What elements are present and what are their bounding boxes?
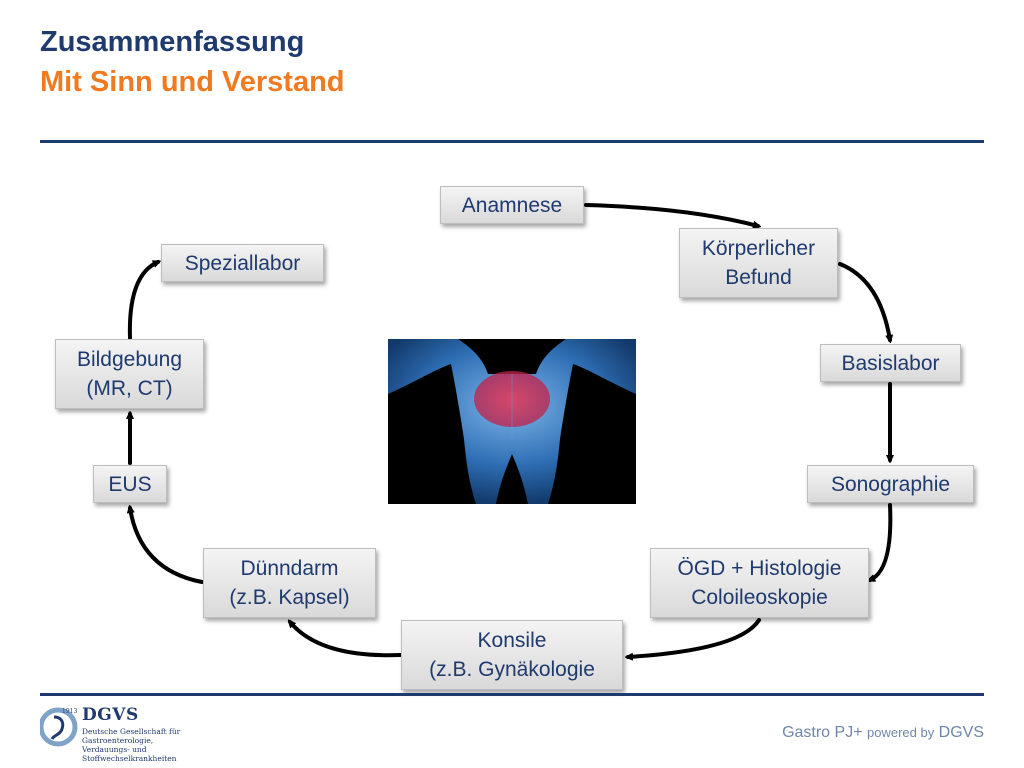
dgvs-logo: 1913 DGVS Deutsche Gesellschaft für Gast… — [40, 705, 240, 765]
node-bildgebung: Bildgebung (MR, CT) — [55, 339, 204, 409]
arrow-sono-oegd — [870, 503, 893, 582]
arrow-koerper-basis — [838, 262, 890, 340]
logo-sub-line1: Deutsche Gesellschaft für — [82, 727, 181, 736]
node-duenndarm: Dünndarm (z.B. Kapsel) — [203, 548, 376, 618]
node-konsile: Konsile (z.B. Gynäkologie — [401, 620, 623, 690]
torso-figure — [388, 339, 636, 504]
arrow-duenn-eus — [130, 508, 204, 584]
logo-sub-line2: Gastroenterologie, — [82, 736, 154, 745]
node-oegd-line2: Coloileoskopie — [691, 586, 828, 609]
node-duenn-line1: Dünndarm — [240, 557, 339, 580]
node-duenn-line2: (z.B. Kapsel) — [229, 586, 350, 609]
node-oegd-histologie: ÖGD + Histologie Coloileoskopie — [650, 548, 869, 618]
page-title: Zusammenfassung — [40, 26, 305, 58]
node-speziallabor: Speziallabor — [161, 244, 324, 282]
node-bild-line2: (MR, CT) — [86, 377, 173, 400]
node-eus-line1: EUS — [108, 472, 152, 496]
logo-name: DGVS — [82, 705, 139, 725]
arrow-bild-spezial — [127, 260, 158, 340]
footer-part3: DGVS — [934, 724, 984, 741]
arrow-oegd-konsile — [628, 618, 761, 657]
logo-sub-line3: Verdauungs- und — [82, 745, 147, 754]
footer-part2: powered by — [866, 725, 935, 740]
top-divider — [40, 140, 984, 143]
bottom-divider — [40, 693, 984, 696]
node-anamnese: Anamnese — [440, 186, 584, 224]
node-koerper-line1: Körperlicher — [701, 237, 816, 260]
arrow-konsile-duenn — [290, 622, 402, 658]
footer-credit: Gastro PJ+ powered by DGVS — [782, 724, 984, 742]
node-konsile-line2: (z.B. Gynäkologie — [429, 658, 595, 681]
node-oegd-line1: ÖGD + Histologie — [677, 557, 842, 580]
dgvs-emblem-icon: 1913 — [40, 707, 78, 747]
footer-part1: Gastro PJ+ — [782, 724, 867, 741]
node-sonographie: Sonographie — [807, 465, 974, 503]
node-bild-line1: Bildgebung — [76, 348, 183, 371]
node-basis-line1: Basislabor — [841, 351, 940, 375]
arrow-anamnese-koerper — [584, 203, 758, 226]
node-konsile-line1: Konsile — [477, 629, 547, 652]
logo-year: 1913 — [62, 708, 77, 715]
node-spezial-line1: Speziallabor — [184, 251, 301, 275]
abdomen-illustration — [388, 339, 636, 504]
node-anamnese-line1: Anamnese — [461, 193, 563, 217]
node-eus: EUS — [93, 465, 167, 503]
node-koerperlicher-befund: Körperlicher Befund — [679, 228, 838, 298]
node-sono-line1: Sonographie — [830, 472, 951, 496]
node-koerper-line2: Befund — [725, 266, 792, 289]
node-basislabor: Basislabor — [820, 344, 961, 382]
page-subtitle: Mit Sinn und Verstand — [40, 66, 345, 98]
logo-sub-line4: Stoffwechselkrankheiten — [82, 754, 177, 763]
